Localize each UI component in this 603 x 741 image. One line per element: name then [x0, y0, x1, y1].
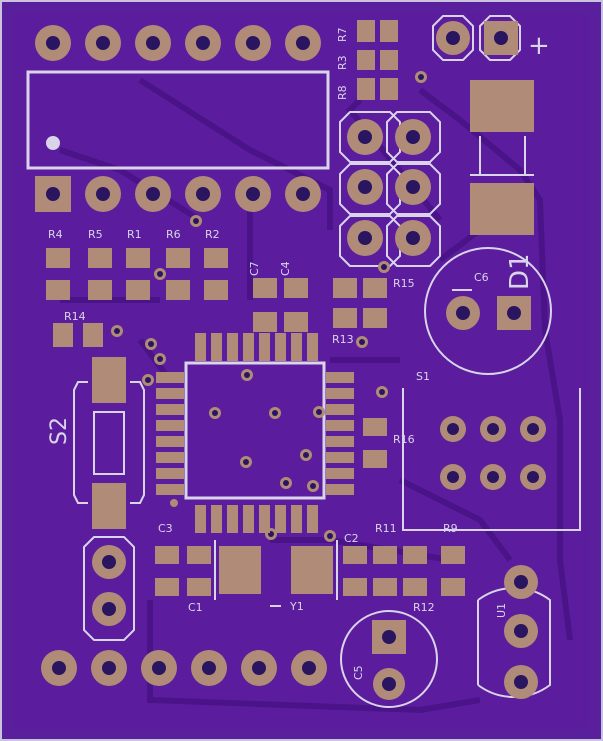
caps-c7-c4: [253, 278, 308, 332]
switch-s1: [402, 388, 581, 531]
mcu-tqfp: [156, 333, 354, 533]
label-u1: U1: [495, 603, 508, 618]
switch-s2: [73, 357, 145, 529]
pin1-marker: [46, 136, 60, 150]
label-c4: C4: [279, 261, 292, 276]
resistor-row: [46, 248, 228, 300]
label-c6: C6: [474, 271, 489, 284]
label-r12: R12: [413, 601, 435, 614]
header-2pin: [83, 536, 135, 641]
label-c7: C7: [248, 261, 261, 276]
label-s2: S2: [47, 417, 72, 445]
label-d1: D1: [505, 253, 535, 290]
diode-d1: [470, 80, 534, 235]
label-r5: R5: [88, 228, 103, 241]
label-r6: R6: [166, 228, 181, 241]
header-top: [35, 25, 321, 61]
label-c5: C5: [352, 665, 365, 680]
cap-c6: [424, 247, 552, 375]
power-connector: [432, 15, 521, 61]
regulator-u1: [477, 565, 551, 699]
display-outline: [26, 70, 330, 170]
label-r14: R14: [64, 310, 86, 323]
traces: [59, 77, 573, 714]
vias: [142, 338, 388, 542]
label-r9: R9: [443, 522, 458, 535]
header-bottom: [41, 650, 327, 686]
label-r7: R7: [336, 27, 349, 42]
label-r13: R13: [332, 333, 354, 346]
resistors-bottom: [343, 546, 465, 596]
label-c2: C2: [344, 532, 359, 545]
label-c1: C1: [188, 601, 203, 614]
label-r2: R2: [205, 228, 220, 241]
crystal-y1: [214, 540, 338, 607]
header-2x3-pads: [347, 119, 431, 256]
label-r15: R15: [393, 277, 415, 290]
resistor-r14: [53, 323, 103, 347]
label-r1: R1: [127, 228, 142, 241]
resistor-r16: [363, 418, 387, 468]
label-s1: S1: [416, 370, 430, 383]
header-2x3: [339, 111, 441, 267]
label-r4: R4: [48, 228, 63, 241]
plus-label: +: [528, 31, 550, 61]
header-mid: [35, 176, 321, 212]
label-r11: R11: [375, 522, 397, 535]
label-r3: R3: [336, 55, 349, 70]
resistor-stack-top: [357, 20, 398, 100]
cap-c5: [340, 610, 438, 708]
label-c3: C3: [158, 522, 173, 535]
resistors-r15-r13: [333, 278, 387, 328]
label-y1: Y1: [289, 600, 304, 613]
label-r8: R8: [336, 85, 349, 100]
caps-c3-c1: [155, 546, 211, 596]
